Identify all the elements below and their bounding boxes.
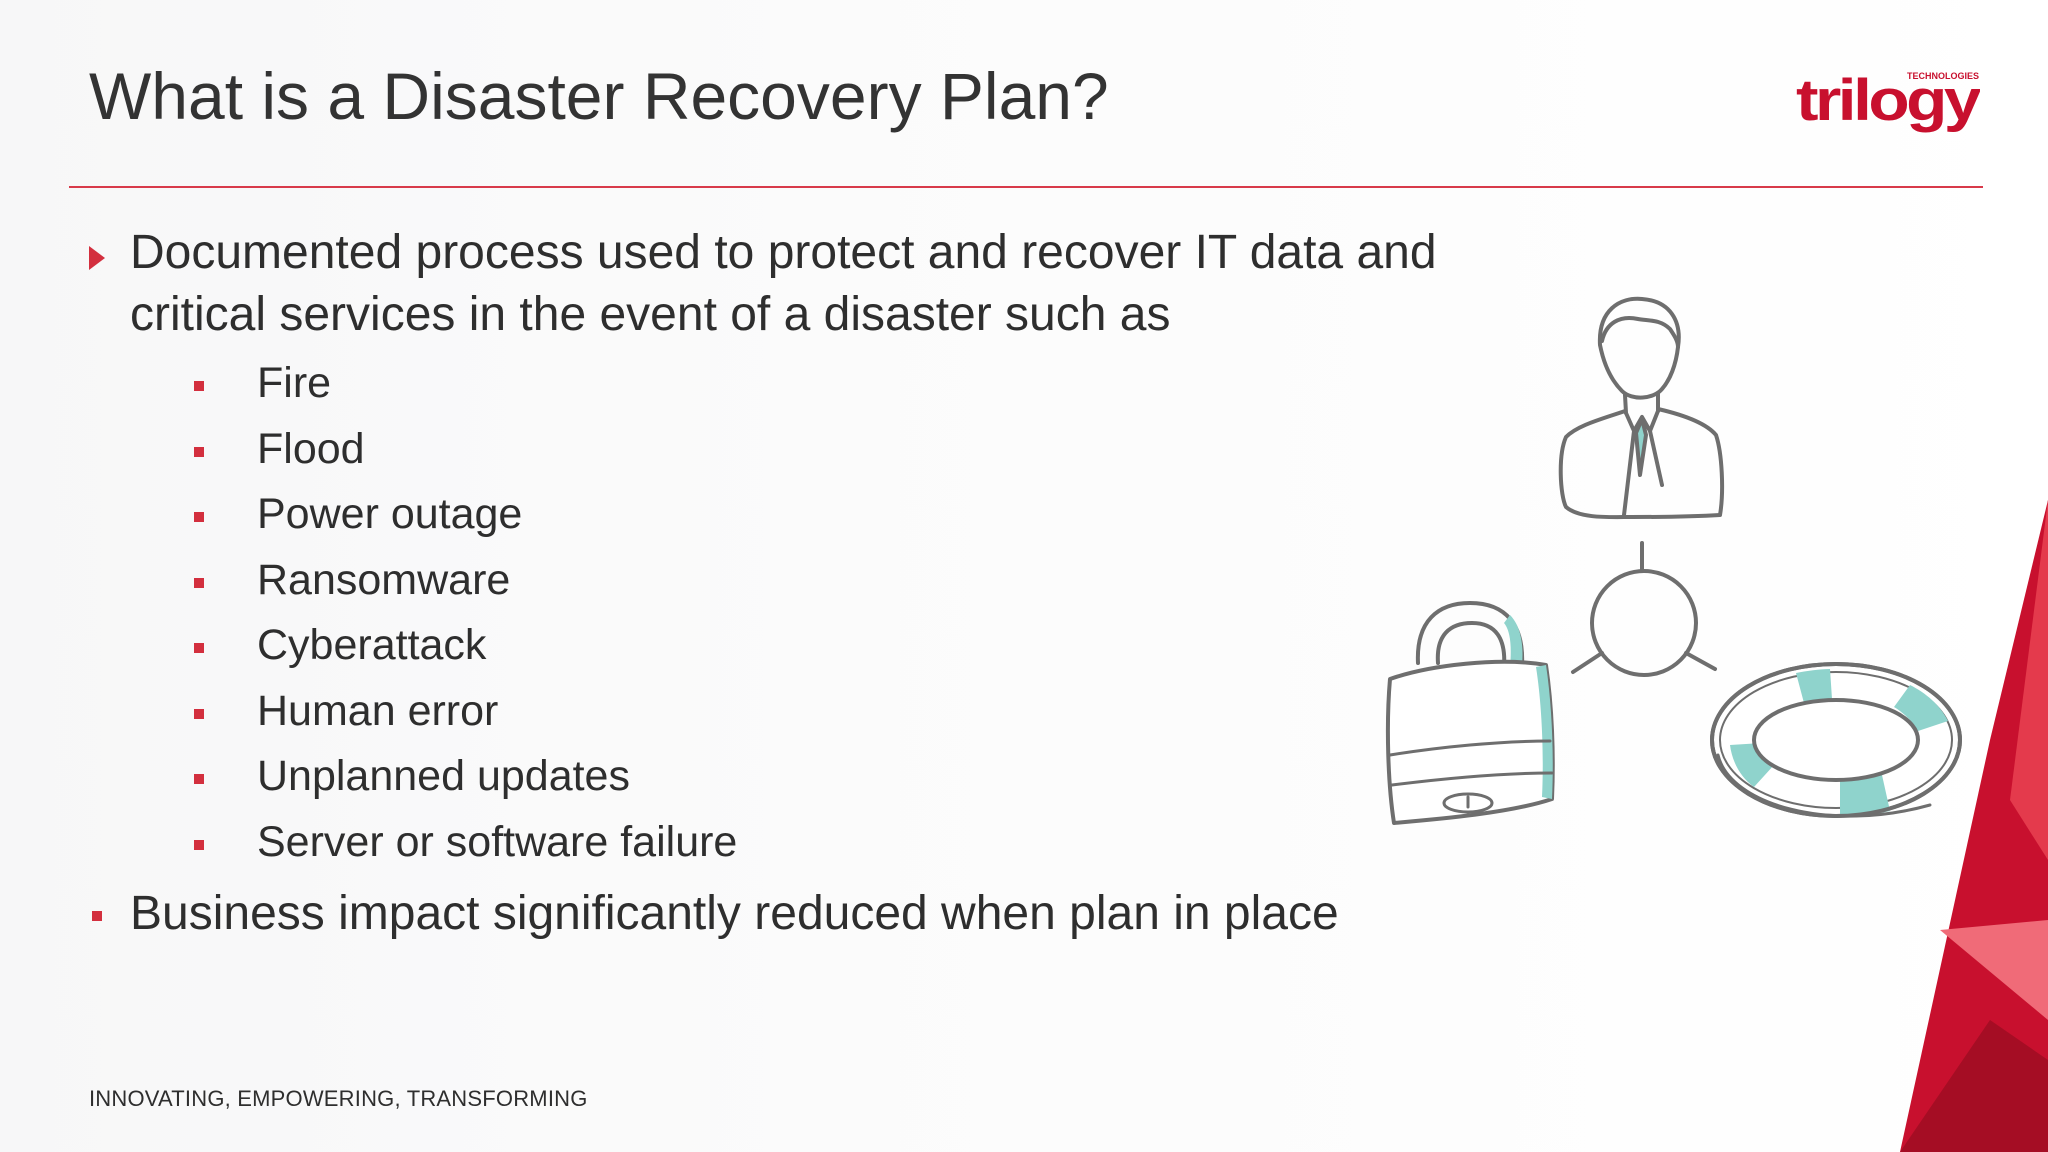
corner-decoration — [1900, 500, 2048, 1152]
businessman-icon — [1558, 296, 1725, 520]
sub-bullet-unplanned-updates: Unplanned updates — [257, 752, 630, 800]
title-divider — [69, 186, 1983, 188]
sub-bullet-human-error: Human error — [257, 687, 499, 735]
bullet-main-1: Documented process used to protect and r… — [130, 226, 1437, 341]
sub-bullet-cyberattack: Cyberattack — [257, 621, 487, 669]
trilogy-logo: TECHNOLOGIES trilogy — [1796, 68, 1980, 133]
sub-bullet-ransomware: Ransomware — [257, 556, 511, 604]
logo-wordmark: trilogy — [1796, 68, 1980, 133]
sub-bullet-marker — [194, 447, 204, 457]
sub-bullet-marker — [194, 774, 204, 784]
sub-bullet-fire: Fire — [257, 359, 332, 407]
slide-title: What is a Disaster Recovery Plan? — [89, 59, 1109, 133]
sub-bullet-marker — [194, 840, 204, 850]
illustration — [1385, 296, 1962, 825]
sub-bullet-server-failure: Server or software failure — [257, 818, 738, 866]
sub-bullet-marker — [194, 381, 204, 391]
hub-connector-icon — [1571, 541, 1717, 677]
sub-bullet-marker — [194, 512, 204, 522]
padlock-icon — [1385, 601, 1555, 825]
sub-bullet-marker — [194, 578, 204, 588]
sub-bullet-marker — [194, 709, 204, 719]
sub-bullet-power-outage: Power outage — [257, 490, 523, 538]
lifebuoy-icon — [1710, 662, 1962, 818]
sub-bullet-flood: Flood — [257, 425, 365, 473]
footer-tagline: INNOVATING, EMPOWERING, TRANSFORMING — [89, 1086, 588, 1111]
sub-bullet-marker — [194, 643, 204, 653]
square-bullet-icon — [92, 911, 102, 921]
logo-tagline: TECHNOLOGIES — [1907, 71, 1979, 81]
triangle-bullet-icon — [89, 246, 105, 270]
bullet-main-2: Business impact significantly reduced wh… — [130, 887, 1339, 940]
